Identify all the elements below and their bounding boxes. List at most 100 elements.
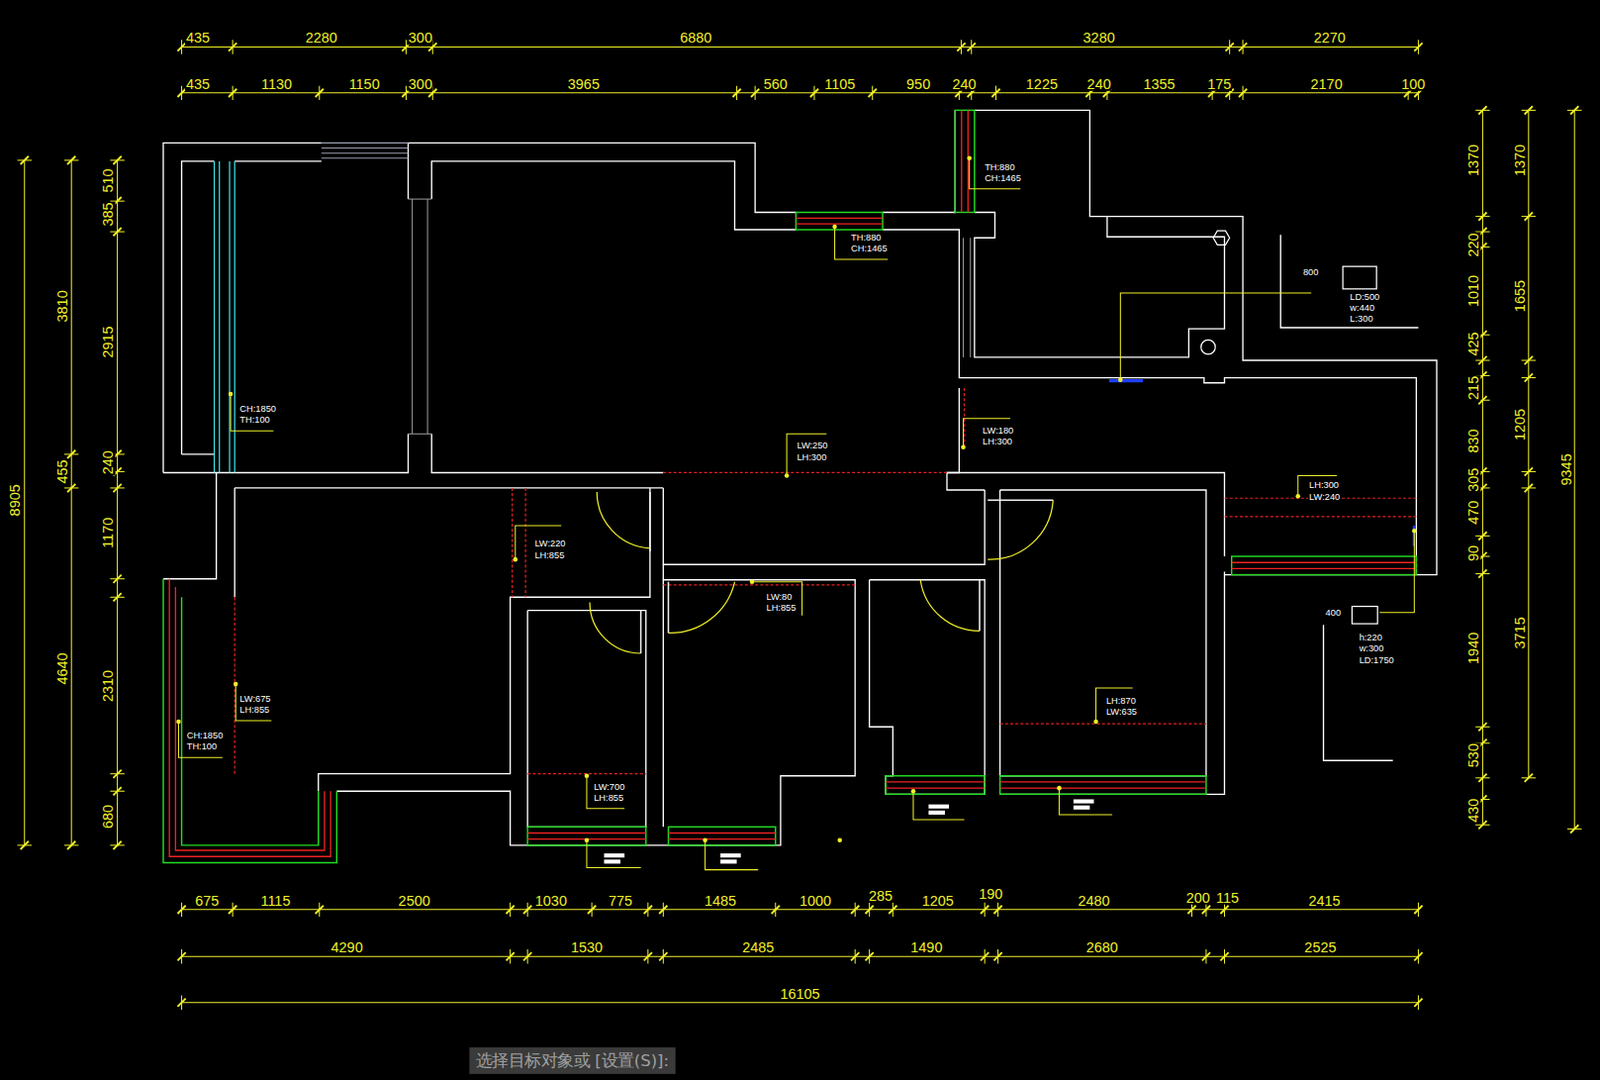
dimension-tick (810, 89, 819, 97)
equipment-box (1342, 266, 1377, 289)
dimension-line (182, 1001, 1419, 1003)
dimension-tick (112, 574, 121, 583)
window-line (1000, 786, 1207, 788)
opening-line (408, 433, 433, 435)
annotation-text: LW:80 (764, 592, 793, 602)
dimension-text: 1105 (823, 76, 856, 91)
dimension-tick (112, 227, 121, 236)
dimension-text: 215 (1466, 375, 1481, 401)
annotation-text: h:220 (1358, 633, 1384, 643)
red-dashed-line (662, 583, 855, 585)
dimension-text: 1130 (260, 76, 293, 91)
dimension-tick (1524, 356, 1533, 365)
window-line (960, 109, 962, 212)
wall-line (882, 229, 959, 363)
annotation-text: CH:1465 (849, 244, 889, 254)
wall-line (182, 453, 215, 455)
wall-line (234, 160, 322, 162)
window-line (885, 780, 985, 782)
annotation-text: LH:870 (1105, 696, 1137, 706)
window-line (218, 161, 220, 473)
door-leaf (649, 491, 652, 552)
window-line (234, 161, 236, 473)
dimension-tick (1413, 951, 1422, 960)
window-line (321, 142, 409, 144)
door-leaf (640, 610, 643, 654)
window-tag (604, 852, 626, 857)
dimension-tick (1202, 951, 1211, 960)
dimension-tick (112, 592, 121, 601)
dimension-text: 1355 (1141, 76, 1176, 91)
leader-dot (784, 472, 790, 478)
dimension-tick (644, 905, 653, 914)
annotation-text: LH:855 (592, 793, 625, 803)
wall-line (431, 161, 796, 230)
annotation-text: LH:300 (795, 452, 828, 462)
dimension-tick (112, 156, 121, 165)
opening-line (427, 198, 429, 434)
dimension-tick (1478, 105, 1487, 114)
window-frame (954, 109, 975, 212)
dimension-text: 190 (977, 885, 1004, 900)
annotation-text: LH:300 (981, 437, 1014, 447)
dimension-tick (112, 483, 121, 492)
dimension-line (182, 908, 1419, 910)
dimension-tick (732, 89, 741, 97)
dimension-text: 115 (1215, 889, 1240, 904)
dimension-text: 3810 (55, 288, 70, 323)
wall-line (407, 142, 409, 199)
dimension-tick (177, 905, 186, 914)
window-tag (720, 852, 742, 857)
dimension-text: 300 (407, 76, 434, 91)
dimension-tick (20, 841, 29, 849)
dimension-text: 1170 (100, 516, 115, 550)
dimension-text: 1655 (1511, 279, 1526, 313)
dimension-text: 560 (762, 76, 789, 91)
annotation-text: TH:880 (849, 233, 883, 243)
door-swing (987, 499, 1053, 560)
dimension-text: 2680 (1085, 940, 1120, 954)
pipe-symbol (1213, 230, 1230, 245)
outlet-mark (1109, 378, 1143, 382)
dimension-tick (1225, 42, 1234, 51)
annotation-text: LW:250 (795, 441, 829, 451)
opening-line (969, 237, 971, 358)
wall-line (527, 610, 647, 828)
dimension-tick (523, 951, 532, 960)
annotation-text: CH:1850 (186, 731, 225, 741)
leader-line (705, 840, 759, 870)
dimension-tick (112, 841, 121, 849)
annotation-text: LW:635 (1105, 707, 1138, 717)
dimension-tick (67, 841, 76, 849)
dimension-tick (751, 89, 759, 97)
dimension-line (23, 160, 25, 846)
leader-line (586, 775, 625, 809)
annotation-text: LW:700 (592, 781, 626, 791)
dimension-text: 9345 (1559, 452, 1574, 486)
leader-line (752, 581, 803, 616)
dimension-tick (991, 89, 1000, 97)
window-line (1000, 780, 1207, 782)
dimension-tick (658, 905, 667, 914)
annotation-text: LD:500 (1348, 291, 1381, 301)
dimension-text: 100 (1400, 76, 1426, 91)
leader-line (1379, 530, 1414, 613)
wall-line (662, 487, 985, 565)
dimension-text: 830 (1466, 427, 1481, 454)
equipment-box (1351, 606, 1378, 625)
dimension-text: 425 (1466, 330, 1481, 357)
wall-line (1000, 571, 1225, 795)
dimension-tick (67, 156, 76, 165)
dimension-text: 3280 (1082, 30, 1117, 45)
leader-dot (228, 391, 234, 397)
leader-dot (233, 681, 239, 687)
dimension-text: 2415 (1307, 892, 1341, 907)
dimension-text: 1205 (921, 892, 955, 907)
window-tag (928, 810, 945, 815)
dimension-tick (1570, 105, 1579, 114)
dimension-text: 3715 (1511, 615, 1526, 650)
dimension-text: 2500 (397, 892, 432, 907)
dimension-tick (587, 905, 596, 914)
opening-line (962, 237, 964, 358)
dimension-line (182, 46, 1419, 48)
